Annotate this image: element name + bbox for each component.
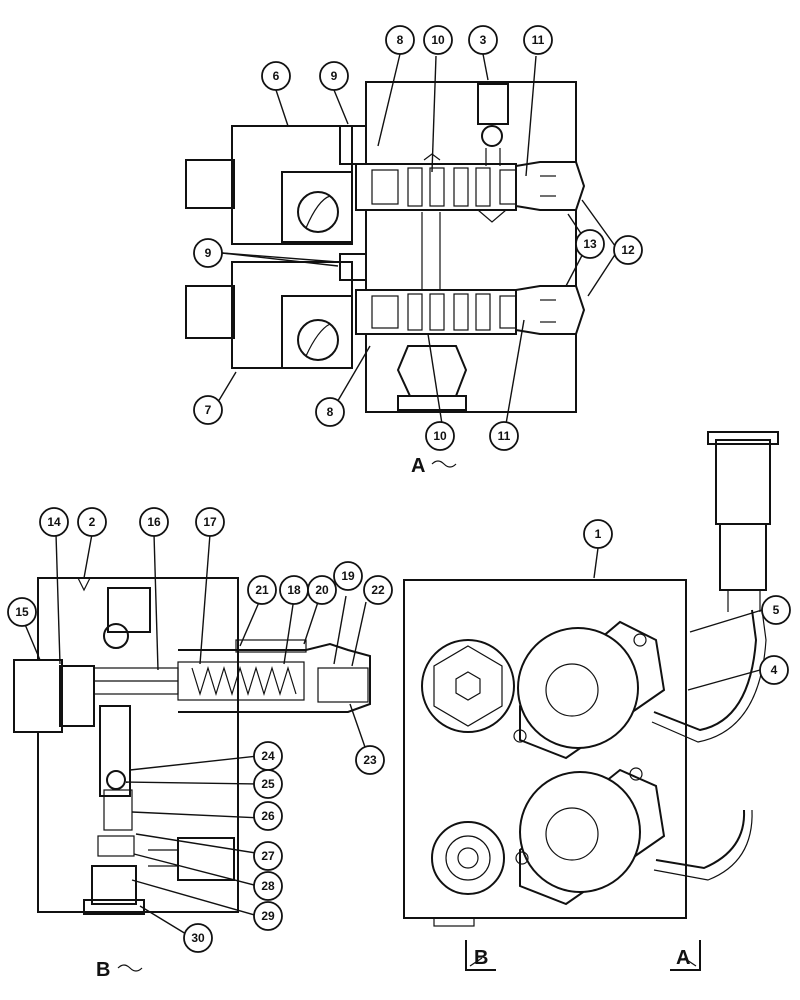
view-b-drawing [13, 577, 371, 915]
callout-21: 21 [247, 575, 277, 605]
callout-10-upper: 10 [423, 25, 453, 55]
svg-text:20: 20 [315, 583, 329, 597]
svg-text:11: 11 [532, 33, 545, 47]
callout-13: 13 [575, 229, 605, 259]
svg-text:3: 3 [480, 33, 487, 47]
callout-9-upper: 9 [319, 61, 349, 91]
section-arrow-a: A [670, 940, 701, 971]
callout-20: 20 [307, 575, 337, 605]
callout-9-lower: 9 [193, 238, 223, 268]
view-a-drawing [185, 81, 586, 413]
svg-text:B: B [474, 947, 488, 969]
callout-14: 14 [39, 507, 69, 537]
svg-text:19: 19 [341, 569, 355, 583]
svg-text:A: A [676, 947, 690, 969]
svg-text:15: 15 [15, 605, 29, 619]
callout-18: 18 [279, 575, 309, 605]
svg-text:10: 10 [433, 429, 447, 443]
svg-text:28: 28 [261, 879, 275, 893]
callout-23: 23 [355, 745, 385, 775]
callout-8-lower: 8 [315, 397, 345, 427]
front-view-drawing [403, 431, 779, 927]
callout-8-upper: 8 [385, 25, 415, 55]
callout-22: 22 [363, 575, 393, 605]
callout-11-upper: 11 [523, 25, 553, 55]
svg-text:9: 9 [205, 246, 212, 260]
callout-5: 5 [761, 595, 791, 625]
svg-text:13: 13 [583, 237, 597, 251]
svg-text:16: 16 [147, 515, 161, 529]
callout-2: 2 [77, 507, 107, 537]
svg-text:6: 6 [273, 69, 280, 83]
svg-text:7: 7 [205, 403, 212, 417]
svg-text:21: 21 [255, 583, 269, 597]
svg-text:A: A [411, 455, 425, 477]
svg-text:11: 11 [498, 429, 511, 443]
svg-text:10: 10 [431, 33, 445, 47]
callout-10-lower: 10 [425, 421, 455, 451]
svg-text:4: 4 [771, 663, 778, 677]
svg-text:8: 8 [327, 405, 334, 419]
svg-text:9: 9 [331, 69, 338, 83]
callout-16: 16 [139, 507, 169, 537]
svg-text:B: B [96, 959, 110, 981]
callout-19: 19 [333, 561, 363, 591]
callout-24: 24 [253, 741, 283, 771]
callout-1: 1 [583, 519, 613, 549]
callout-27: 27 [253, 841, 283, 871]
svg-text:26: 26 [261, 809, 275, 823]
callout-17: 17 [195, 507, 225, 537]
svg-text:18: 18 [287, 583, 301, 597]
callout-29: 29 [253, 901, 283, 931]
callout-25: 25 [253, 769, 283, 799]
svg-text:22: 22 [371, 583, 385, 597]
svg-text:2: 2 [89, 515, 96, 529]
callout-12: 12 [613, 235, 643, 265]
leader-lines [23, 53, 763, 935]
svg-text:27: 27 [261, 849, 275, 863]
svg-text:24: 24 [261, 749, 275, 763]
svg-text:12: 12 [621, 243, 635, 257]
svg-text:17: 17 [203, 515, 217, 529]
view-a-label: A [411, 455, 457, 477]
callout-6: 6 [261, 61, 291, 91]
callout-11-lower: 11 [489, 421, 519, 451]
callout-26: 26 [253, 801, 283, 831]
svg-text:5: 5 [773, 603, 780, 617]
svg-text:25: 25 [261, 777, 275, 791]
callout-15: 15 [7, 597, 37, 627]
callout-7: 7 [193, 395, 223, 425]
callout-3: 3 [468, 25, 498, 55]
svg-text:14: 14 [47, 515, 61, 529]
svg-text:1: 1 [595, 527, 602, 541]
svg-text:30: 30 [191, 931, 205, 945]
svg-text:23: 23 [363, 753, 377, 767]
view-b-label: B [96, 959, 143, 981]
svg-text:8: 8 [397, 33, 404, 47]
section-arrow-b: B [465, 940, 496, 971]
svg-text:29: 29 [261, 909, 275, 923]
callout-28: 28 [253, 871, 283, 901]
callout-30: 30 [183, 923, 213, 953]
callout-4: 4 [759, 655, 789, 685]
